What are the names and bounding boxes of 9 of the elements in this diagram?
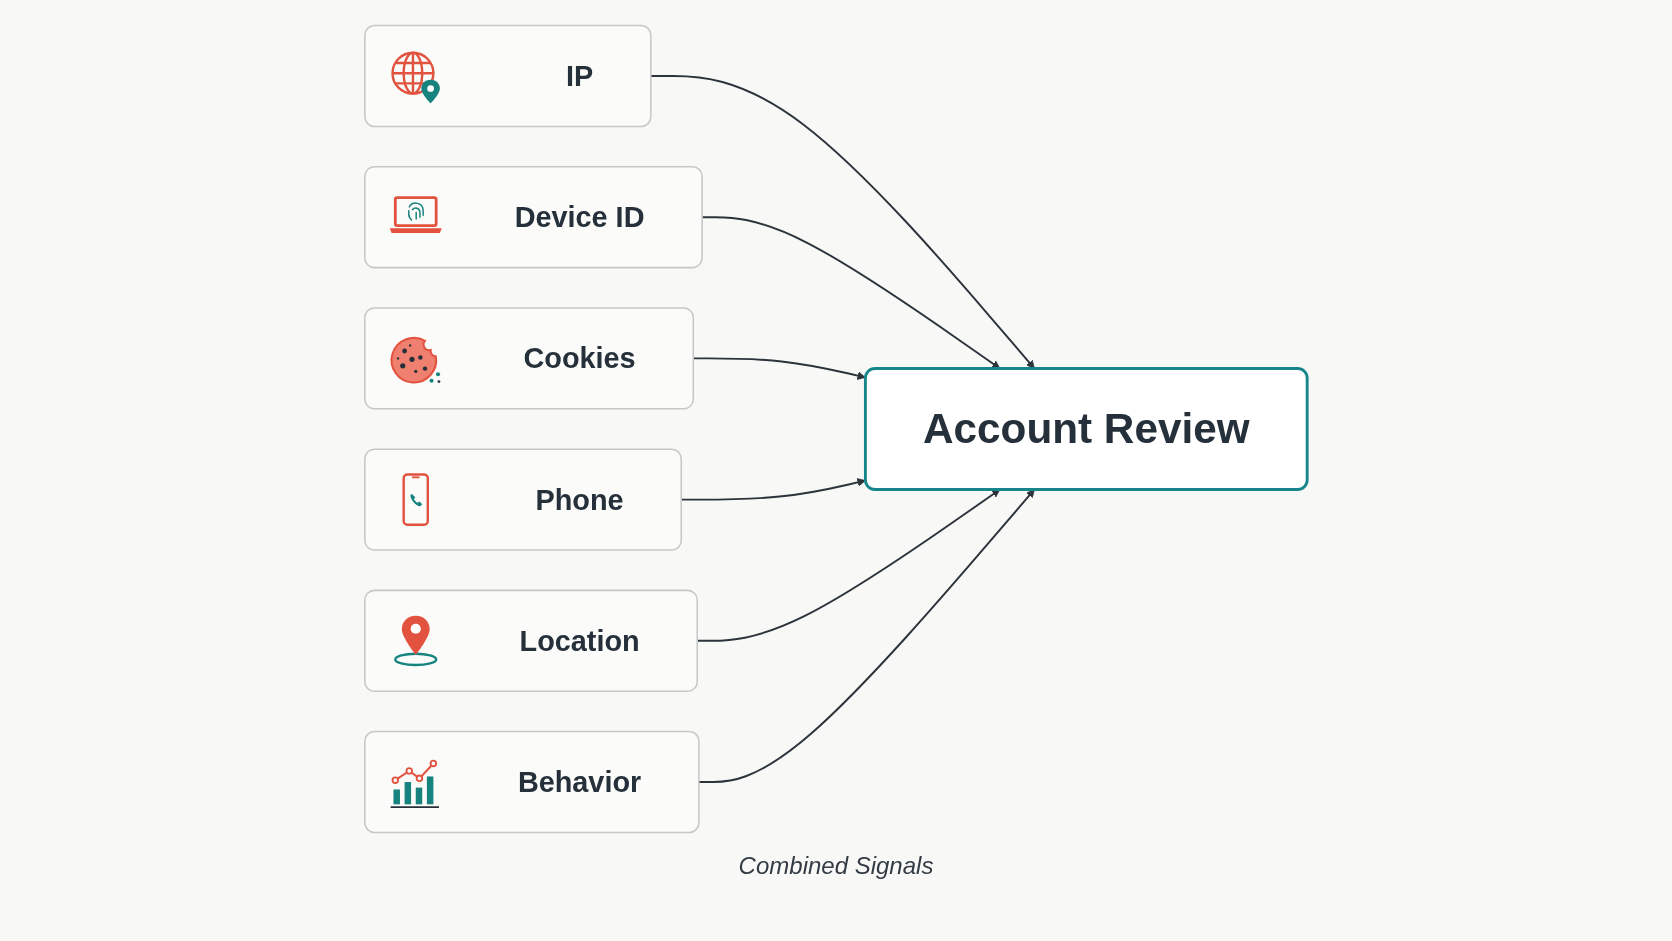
node-box: IP [364, 24, 652, 128]
node-box: Device ID [364, 165, 703, 269]
caption: Combined Signals [738, 852, 934, 880]
node-box: Phone [364, 448, 682, 551]
node-box: Location [364, 589, 698, 693]
node-box: Account Review [863, 367, 1309, 491]
arrow [697, 489, 1035, 783]
node-box: Cookies [364, 307, 695, 410]
node-box: Behavior [364, 730, 700, 834]
